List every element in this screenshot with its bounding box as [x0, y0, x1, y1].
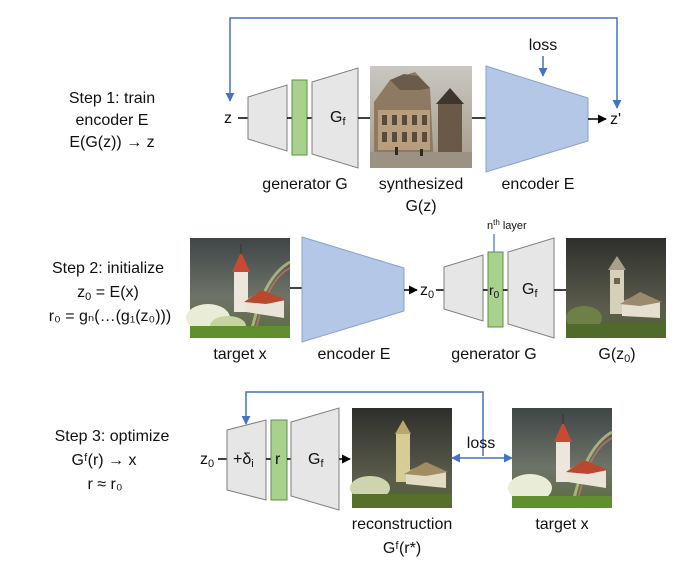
loss-label: loss — [529, 37, 557, 54]
optimization-loop-arrow — [241, 391, 484, 456]
gf-label: Gf — [308, 451, 324, 470]
encoder-label: encoder E — [318, 346, 391, 363]
row2-initialize: z0 r0 nth layer Gf target x encoder E ge… — [186, 218, 666, 365]
target-label: target x — [213, 346, 266, 363]
gf-label: Gf — [330, 109, 346, 128]
row3-optimize: loss z0 +δi r Gf — [200, 391, 613, 557]
step3-title: Step 3: optimize — [55, 428, 170, 445]
generator-block-1 — [443, 254, 484, 322]
step2-title: Step 2: initialize — [52, 260, 164, 277]
generator-gf-block — [507, 237, 555, 339]
z0-label: z0 — [200, 451, 214, 470]
reconstruction-expr: Gᶠ(r*) — [383, 540, 421, 557]
perturbed-block — [226, 419, 267, 501]
row1-train: loss z Gf — [224, 17, 622, 215]
encoder-block — [301, 236, 405, 343]
target-label: target x — [535, 516, 588, 533]
generator-gf-block — [290, 407, 340, 511]
generator-layer-block — [291, 79, 308, 156]
encoder-block — [485, 65, 589, 173]
r-label: r — [275, 451, 281, 468]
step2-formula-z0: z0 = E(x) — [77, 284, 139, 303]
step1-formula: E(G(z)) → z — [69, 134, 154, 151]
church-rainbow-photo-icon — [186, 238, 291, 339]
feedback-loop-arrow — [225, 17, 622, 109]
cathedral-photo-icon — [370, 66, 472, 168]
gz0-label: G(z0) — [598, 346, 635, 365]
step3-formula-r: r ≈ r₀ — [88, 476, 123, 493]
step1-label: Step 1: train encoder E E(G(z)) → z — [69, 90, 155, 151]
church-rainbow-photo-icon — [508, 408, 613, 509]
synthesized-label: synthesized — [379, 176, 464, 193]
step1-title: Step 1: train — [69, 90, 155, 107]
reconstruction-label: reconstruction — [352, 516, 453, 533]
step3-label: Step 3: optimize Gᶠ(r) → x r ≈ r₀ — [55, 428, 170, 493]
delta-label: +δi — [233, 451, 254, 470]
step1-subtitle: encoder E — [76, 112, 149, 129]
step2-formula-r0: r₀ = gₙ(…(g₁(z₀))) — [49, 308, 171, 325]
church-generated-photo-icon — [566, 238, 666, 338]
church-reconstruction-photo-icon — [350, 408, 452, 508]
latent-z-label: z — [224, 110, 232, 127]
loss-label: loss — [467, 435, 495, 452]
gf-label: Gf — [522, 281, 538, 300]
generator-block-1 — [247, 84, 288, 152]
latent-zprime-label: z' — [610, 111, 621, 128]
step3-formula-gf: Gᶠ(r) → x — [72, 452, 137, 469]
step2-label: Step 2: initialize z0 = E(x) r₀ = gₙ(…(g… — [49, 260, 171, 325]
z0-label: z0 — [420, 282, 434, 301]
generator-label: generator G — [451, 346, 536, 363]
encoder-label: encoder E — [502, 176, 575, 193]
generator-label: generator G — [262, 176, 347, 193]
generator-gf-block — [311, 67, 359, 169]
r0-label: r0 — [489, 282, 500, 301]
r-layer-block — [270, 419, 288, 501]
synthesized-expr: G(z) — [405, 198, 436, 215]
nth-layer-label: nth layer — [487, 218, 527, 232]
